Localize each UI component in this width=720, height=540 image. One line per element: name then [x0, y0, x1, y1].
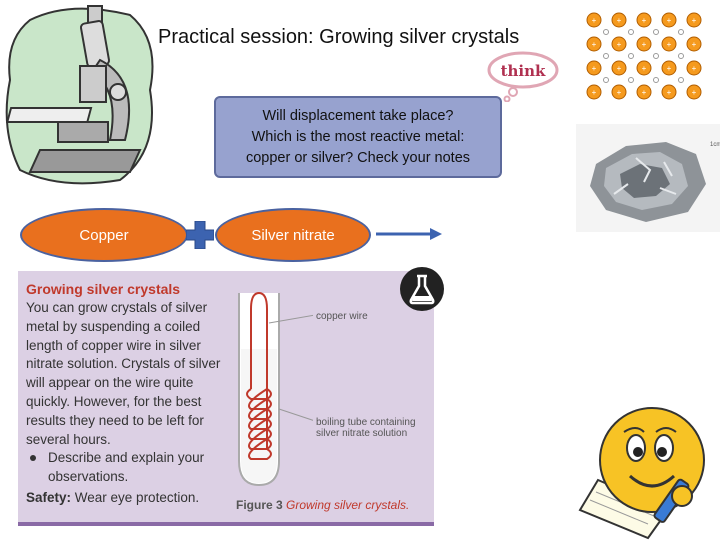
- ion-sign: +: [592, 88, 597, 97]
- silver-nitrate-label: Silver nitrate: [251, 226, 335, 244]
- electron-dot: [678, 53, 684, 59]
- electron-dot: [678, 29, 684, 35]
- ion-circle: [636, 36, 652, 52]
- copper-oval: Copper: [20, 208, 188, 262]
- think-label: think: [501, 62, 546, 80]
- bullet-dot: [30, 455, 36, 461]
- ion-circle: [611, 36, 627, 52]
- electron-dot: [603, 29, 609, 35]
- ion-circle: [661, 12, 677, 28]
- figure-caption: Growing silver crystals.: [286, 498, 410, 512]
- safety-label: Safety:: [26, 490, 72, 505]
- ion-sign: +: [642, 40, 647, 49]
- panel-body: You can grow crystals of silver metal by…: [26, 300, 221, 447]
- ion-circle: [686, 60, 702, 76]
- boiling-tube-label-line2: silver nitrate solution: [316, 428, 408, 439]
- smiley-writing-clipart: [578, 407, 705, 540]
- ion-sign: +: [592, 64, 597, 73]
- microscope-clipart: [5, 5, 154, 185]
- ion-circle: [661, 60, 677, 76]
- ion-sign: +: [642, 16, 647, 25]
- ion-sign: +: [692, 88, 697, 97]
- ion-circle: [611, 60, 627, 76]
- ion-circle: [661, 36, 677, 52]
- svg-text:1cm: 1cm: [710, 142, 720, 148]
- ion-sign: +: [667, 16, 672, 25]
- ion-sign: +: [592, 40, 597, 49]
- ion-circle: [611, 12, 627, 28]
- right-arrow-icon: [376, 228, 442, 240]
- electron-dot: [678, 77, 684, 83]
- ion-circle: [586, 60, 602, 76]
- ion-circle: [636, 12, 652, 28]
- question-box: Will displacement take place? Which is t…: [214, 96, 502, 178]
- question-line-3: copper or silver? Check your notes: [245, 149, 471, 166]
- ion-circle: [661, 84, 677, 100]
- silver-crystal-photo: 1cm: [576, 124, 720, 232]
- electron-dot: [653, 77, 659, 83]
- electron-dot: [653, 53, 659, 59]
- boiling-tube-diagram: [238, 292, 313, 487]
- ion-sign: +: [617, 16, 622, 25]
- ion-circle: [586, 12, 602, 28]
- boiling-tube-label-line1: boiling tube containing: [316, 417, 416, 428]
- silver-nitrate-oval: Silver nitrate: [215, 208, 371, 262]
- ion-lattice-diagram: + + + + + + + + + + + + + + + + + + + +: [586, 12, 702, 100]
- electron-dot: [653, 29, 659, 35]
- electron-dot: [628, 77, 634, 83]
- ion-sign: +: [692, 16, 697, 25]
- ion-sign: +: [642, 88, 647, 97]
- electron-dot: [603, 53, 609, 59]
- ion-sign: +: [692, 40, 697, 49]
- ion-sign: +: [692, 64, 697, 73]
- plus-icon: [186, 221, 214, 249]
- ion-sign: +: [642, 64, 647, 73]
- ion-sign: +: [617, 40, 622, 49]
- electron-dot: [628, 29, 634, 35]
- bullet-text: Describe and explain your observations.: [48, 450, 205, 484]
- copper-label: Copper: [79, 226, 129, 244]
- ion-sign: +: [617, 64, 622, 73]
- ion-circle: [636, 84, 652, 100]
- ion-circle: [586, 36, 602, 52]
- ion-circle: [611, 84, 627, 100]
- ion-sign: +: [617, 88, 622, 97]
- flask-icon: [400, 267, 444, 311]
- safety-note: Safety: Wear eye protection.: [26, 490, 199, 505]
- ion-circle: [586, 84, 602, 100]
- panel-bullet: Describe and explain your observations.: [26, 449, 236, 487]
- safety-text: Wear eye protection.: [74, 490, 200, 505]
- question-line-1: Will displacement take place?: [262, 107, 454, 124]
- ion-sign: +: [667, 88, 672, 97]
- panel-heading: Growing silver crystals: [26, 281, 181, 297]
- textbook-panel: Growing silver crystals You can grow cry…: [18, 271, 434, 526]
- ion-sign: +: [667, 40, 672, 49]
- ion-circle: [686, 36, 702, 52]
- think-bubble: think: [487, 51, 559, 102]
- electron-dot: [603, 77, 609, 83]
- ion-circle: [686, 12, 702, 28]
- ion-circle: [636, 60, 652, 76]
- figure-number: Figure 3: [236, 498, 283, 512]
- electron-dot: [628, 53, 634, 59]
- page-title: Practical session: Growing silver crysta…: [158, 26, 520, 48]
- ion-sign: +: [667, 64, 672, 73]
- copper-wire-label: copper wire: [316, 311, 368, 322]
- ion-sign: +: [592, 16, 597, 25]
- ion-circle: [686, 84, 702, 100]
- question-line-2: Which is the most reactive metal:: [251, 128, 465, 145]
